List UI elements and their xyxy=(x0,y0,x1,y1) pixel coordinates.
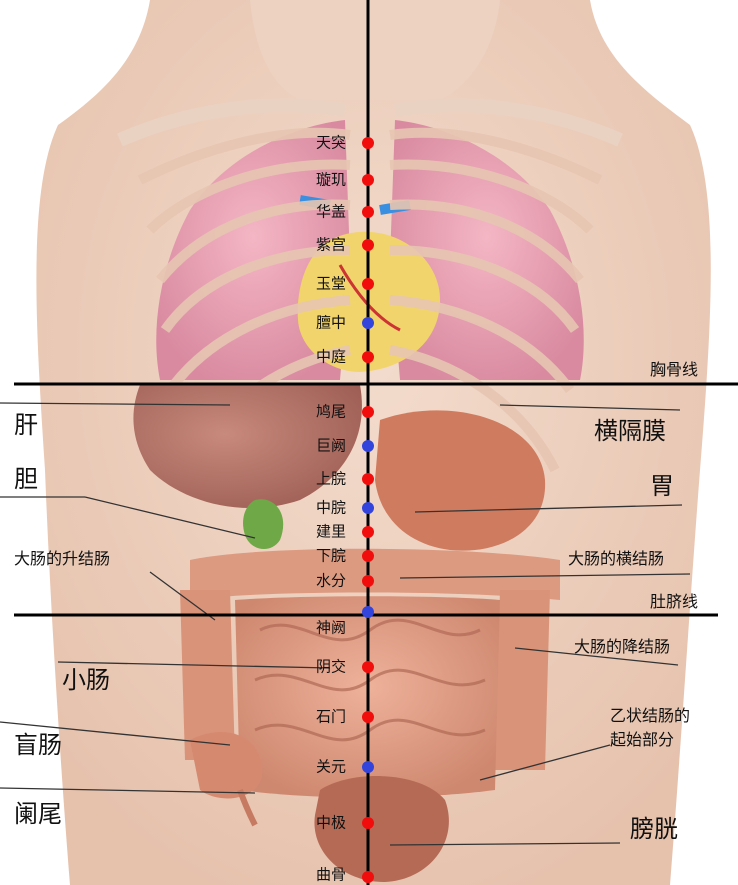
acupoint-dot xyxy=(362,137,374,149)
acupoint-label: 关元 xyxy=(316,757,347,776)
acupoint-label: 中脘 xyxy=(316,498,347,517)
acupoint-label: 下脘 xyxy=(316,546,347,565)
navel-line-label: 肚脐线 xyxy=(650,592,699,611)
acupoint-label: 玉堂 xyxy=(316,274,347,293)
acupoint-label: 璇玑 xyxy=(316,170,347,189)
leader-lines xyxy=(0,402,691,846)
small-intestine-label: 小肠 xyxy=(62,666,110,694)
acupoint-dot xyxy=(362,817,374,829)
stomach xyxy=(375,410,546,551)
acupoint-label: 神阙 xyxy=(316,618,347,637)
acupoint-dot xyxy=(362,174,374,186)
descending-colon-label: 大肠的降结肠 xyxy=(574,637,671,656)
acupoint-dot xyxy=(362,711,374,723)
rib-cage xyxy=(137,127,603,473)
acupoint-label: 膻中 xyxy=(316,313,347,332)
acupoint-dot xyxy=(362,317,374,329)
acupoint-label: 阴交 xyxy=(316,657,347,676)
acupoint-dot xyxy=(362,575,374,587)
acupoint-label: 鸠尾 xyxy=(316,402,347,421)
acupoint-label: 紫宫 xyxy=(316,235,347,254)
liver-label: 肝 xyxy=(14,411,38,439)
acupoint-dot xyxy=(362,278,374,290)
acupoint-dot xyxy=(362,871,374,883)
acupoint-label: 天突 xyxy=(316,133,347,152)
cecum xyxy=(190,732,263,799)
acupoint-label: 建里 xyxy=(316,522,347,541)
chest-line-label: 胸骨线 xyxy=(650,360,699,379)
acupoint-dot xyxy=(362,406,374,418)
bladder-label: 膀胱 xyxy=(630,815,678,843)
acupoint-label: 中庭 xyxy=(316,347,347,366)
descending-colon xyxy=(495,590,550,770)
transverse-colon xyxy=(190,548,560,600)
acupoint-dot xyxy=(362,761,374,773)
acupoint-dot xyxy=(362,526,374,538)
acupoint-label: 上脘 xyxy=(316,469,347,488)
liver xyxy=(133,385,362,509)
acupoint-dot xyxy=(362,440,374,452)
transverse-colon-label: 大肠的横结肠 xyxy=(568,549,665,568)
stomach-label: 胃 xyxy=(650,472,674,500)
sigmoid-colon-label-2: 起始部分 xyxy=(610,730,675,749)
acupoint-label: 巨阙 xyxy=(316,436,347,455)
acupoint-label: 中极 xyxy=(316,813,347,832)
sigmoid-colon-label-1: 乙状结肠的 xyxy=(610,706,691,725)
acupoint-label: 石门 xyxy=(316,707,347,726)
gallbladder-label: 胆 xyxy=(14,465,38,493)
left-lung xyxy=(390,120,584,380)
neck xyxy=(250,0,500,100)
acupoint-dot xyxy=(362,206,374,218)
acupoint-dot xyxy=(362,473,374,485)
diaphragm-label: 横隔膜 xyxy=(594,417,666,445)
gallbladder xyxy=(243,499,284,550)
acupoint-dot xyxy=(362,351,374,363)
acupoint-label: 水分 xyxy=(316,571,347,590)
acupoint-dot xyxy=(362,606,374,618)
bladder xyxy=(314,776,449,882)
acupoint-dots xyxy=(362,137,374,883)
acupoint-dot xyxy=(362,239,374,251)
ascending-colon-label: 大肠的升结肠 xyxy=(14,549,111,568)
acupoint-label: 曲骨 xyxy=(316,865,347,884)
appendix-label: 阑尾 xyxy=(14,800,62,828)
acupoint-dot xyxy=(362,550,374,562)
cecum-label: 盲肠 xyxy=(14,731,62,759)
ascending-colon xyxy=(180,590,235,760)
acupoint-label: 华盖 xyxy=(316,202,347,221)
acupoint-dot xyxy=(362,661,374,673)
acupoint-dot xyxy=(362,502,374,514)
